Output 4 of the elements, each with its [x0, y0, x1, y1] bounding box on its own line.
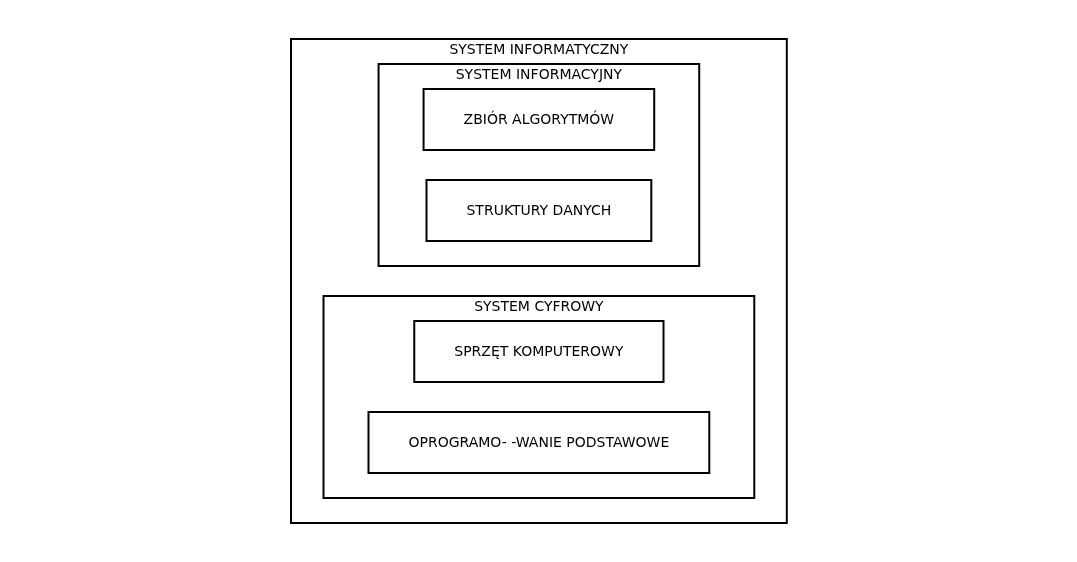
node-box: STRUKTURY DANYCH — [425, 179, 652, 242]
node-box: ZBIÓR ALGORYTMÓW — [422, 88, 655, 151]
node-box: SPRZĘT KOMPUTEROWY — [412, 320, 665, 383]
node-box: OPROGRAMO- -WANIE PODSTAWOWE — [367, 411, 710, 474]
